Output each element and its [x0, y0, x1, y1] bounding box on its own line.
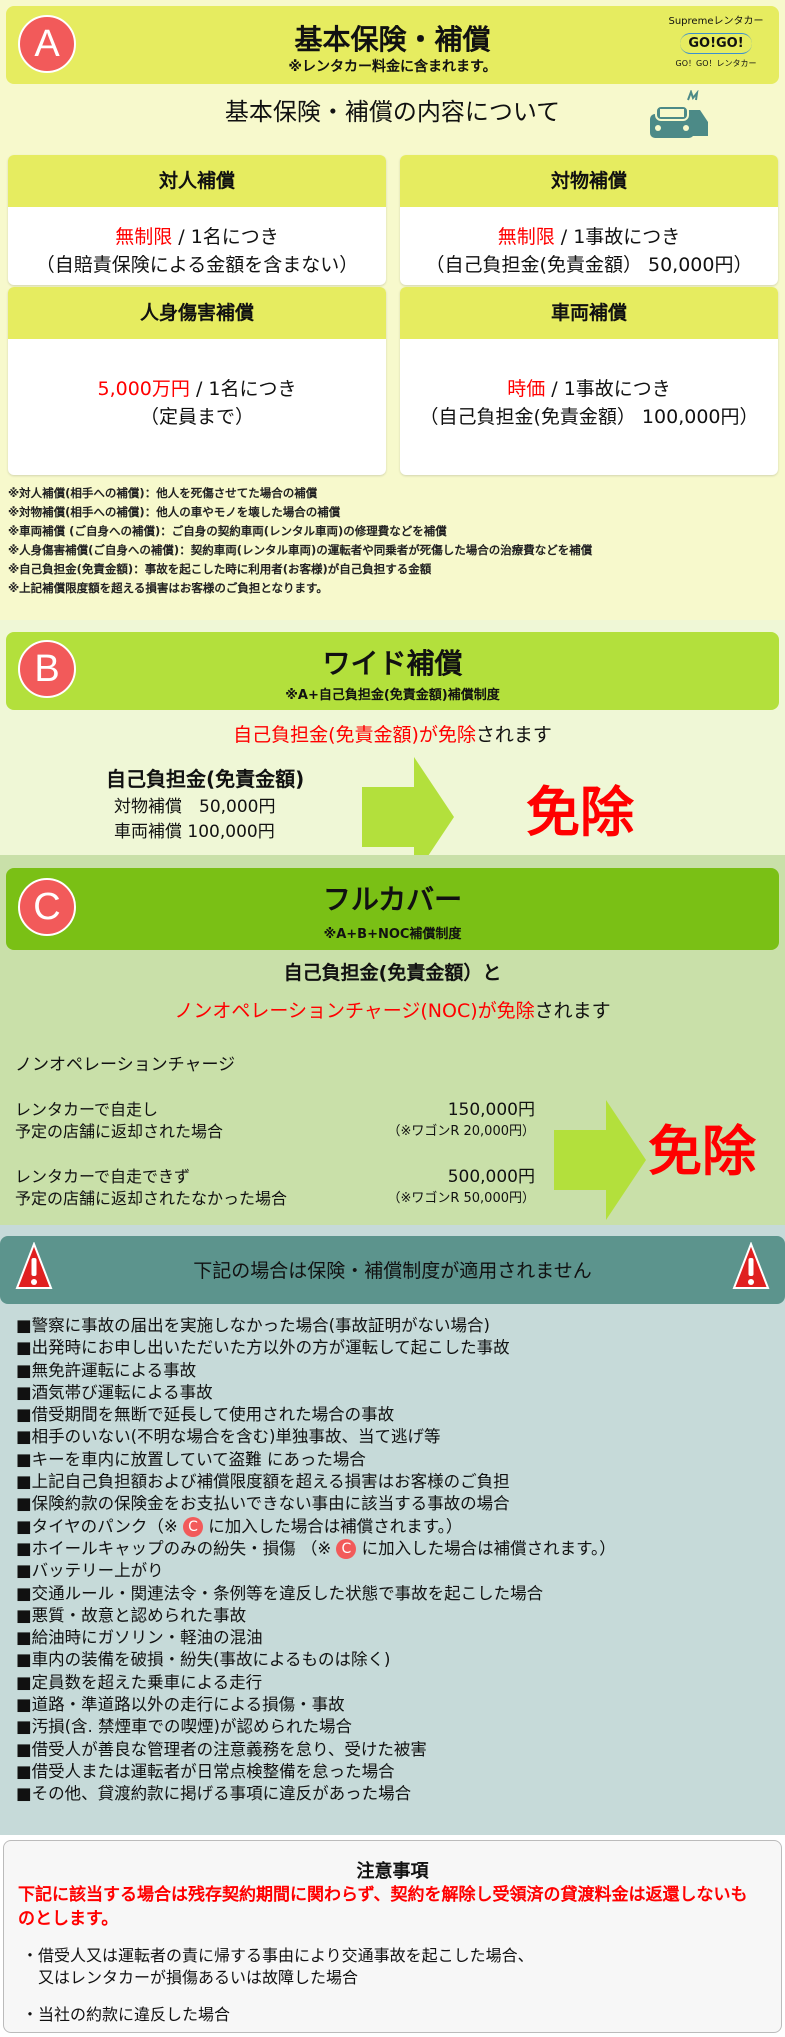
wide-deductible: 自己負担金(免責金額) 対物補償 50,000円 車両補償 100,000円 — [106, 767, 305, 842]
wide-header: B ワイド補償 ※A+自己負担金(免責金額)補償制度 — [6, 632, 779, 710]
list-item: ■タイヤのパンク（※ C に加入した場合は補償されます。） — [16, 1516, 463, 1538]
basic-title: 基本保険・補償 — [294, 23, 491, 56]
list-item: ■定員数を超えた乗車による走行 — [16, 1672, 263, 1692]
caution-item: ・借受人又は運転者の責に帰する事由により交通事故を起こした場合、 — [22, 1946, 534, 1965]
noc-case-2: レンタカーで自走できず 予定の店舗に返却されたなかった場合 500,000円 （… — [15, 1167, 535, 1208]
basic-notes: ※対人補償(相手への補償)：他人を死傷させてた場合の補償 ※対物補償(相手への補… — [8, 486, 593, 595]
list-item: ■その他、貸渡約款に掲げる事項に違反があった場合 — [16, 1784, 412, 1804]
caution-box: 注意事項 下記に該当する場合は残存契約期間に関わらず、契約を解除し受領済の貸渡料… — [3, 1840, 782, 2033]
badge-c-inline: C — [336, 1539, 357, 1560]
list-item: ■道路・準道路以外の走行による損傷・事故 — [16, 1695, 345, 1715]
card-bodily-injury: 対人補償 無制限 / 1名につき（自賠責保険による金額を含まない） — [8, 155, 386, 285]
card-vehicle: 車両補償 時価 / 1事故につき（自己負担金(免責金額） 100,000円） — [400, 287, 778, 475]
basic-heading: 基本保険・補償の内容について — [224, 98, 561, 126]
list-item: ■相手のいない(不明な場合を含む)単独事故、当て逃げ等 — [16, 1427, 441, 1447]
list-item: ■酒気帯び運転による事故 — [16, 1382, 213, 1402]
list-item: ■借受人が善良な管理者の注意義務を怠り、受けた被害 — [16, 1739, 427, 1759]
fullcover-lead-1: 自己負担金(免責金額）と — [283, 962, 502, 984]
caution-item: ・当社の約款に違反した場合 — [22, 2005, 231, 2024]
list-item: ■出発時にお申し出いただいた方以外の方が運転して起こした事故 — [16, 1338, 510, 1358]
car-crash-icon — [650, 90, 708, 138]
list-item: ■ホイールキャップのみの紛失・損傷 （※ C に加入した場合は補償されます。） — [16, 1538, 616, 1560]
list-item: ■汚損(含. 禁煙車での喫煙)が認められた場合 — [16, 1717, 352, 1737]
warning-icon — [15, 1242, 53, 1289]
noc-case-1: レンタカーで自走し 予定の店舗に返却された場合 150,000円 （※ワゴンR … — [15, 1100, 535, 1141]
basic-header: A 基本保険・補償 ※レンタカー料金に含まれます。 Supremeレンタカー G… — [6, 6, 779, 84]
list-item: ■借受期間を無断で延長して使用された場合の事故 — [16, 1405, 395, 1425]
list-item: ■無免許運転による事故 — [16, 1360, 197, 1380]
fullcover-exempt: 免除 — [648, 1120, 756, 1183]
card-property-damage: 対物補償 無制限 / 1事故につき（自己負担金(免責金額） 50,000円） — [400, 155, 778, 285]
exclusions-title: 下記の場合は保険・補償制度が適用されません — [193, 1260, 592, 1282]
brand-logo: Supremeレンタカー GO!GO! GO！GO！レンタカー — [668, 16, 764, 68]
wide-title: ワイド補償 — [322, 647, 463, 680]
exclusions-list: ■警察に事故の届出を実施しなかった場合(事故証明がない場合) ■出発時にお申し出… — [16, 1315, 616, 1806]
caution-title: 注意事項 — [356, 1861, 429, 1882]
caution-warning: 下記に該当する場合は残存契約期間に関わらず、契約を解除し受領済の貸渡料金は返還し… — [18, 1885, 748, 1929]
badge-c: C — [18, 878, 76, 936]
fullcover-header: C フルカバー ※A+B+NOC補償制度 — [6, 868, 779, 950]
fullcover-title: フルカバー — [322, 883, 463, 916]
badge-c-inline: C — [183, 1517, 203, 1538]
list-item: ■給油時にガソリン・軽油の混油 — [16, 1628, 263, 1648]
list-item: ■車内の装備を破損・紛失(事故によるものは除く) — [16, 1650, 391, 1670]
warning-icon — [732, 1242, 770, 1289]
list-item: ■保険約款の保険金をお支払いできない事由に該当する事故の場合 — [16, 1494, 510, 1514]
badge-a: A — [18, 15, 76, 73]
basic-subtitle: ※レンタカー料金に含まれます。 — [288, 59, 497, 75]
wide-subtitle: ※A+自己負担金(免責金額)補償制度 — [285, 688, 500, 703]
list-item: ■交通ルール・関連法令・条例等を違反した状態で事故を起こした場合 — [16, 1583, 544, 1603]
noc-title: ノンオペレーションチャージ — [15, 1055, 236, 1075]
badge-b: B — [18, 640, 76, 698]
fullcover-lead-2: ノンオペレーションチャージ(NOC)が免除されます — [174, 1000, 611, 1022]
arrow-right-icon — [554, 1100, 646, 1220]
fullcover-subtitle: ※A+B+NOC補償制度 — [323, 927, 462, 942]
arrow-right-icon — [362, 757, 454, 877]
wide-exempt: 免除 — [526, 781, 634, 844]
section-wide: B ワイド補償 ※A+自己負担金(免責金額)補償制度 自己負担金(免責金額)が免… — [0, 620, 785, 877]
caution-item: 又はレンタカーが損傷あるいは故障した場合 — [22, 1968, 359, 1987]
section-fullcover: C フルカバー ※A+B+NOC補償制度 自己負担金(免責金額）と ノンオペレー… — [0, 855, 785, 1225]
exclusions-header: 下記の場合は保険・補償制度が適用されません — [0, 1236, 785, 1304]
list-item: ■上記自己負担額および補償限度額を超える損害はお客様のご負担 — [16, 1472, 510, 1492]
card-personal-injury: 人身傷害補償 5,000万円 / 1名につき（定員まで） — [8, 287, 386, 475]
list-item: ■警察に事故の届出を実施しなかった場合(事故証明がない場合) — [16, 1316, 490, 1335]
list-item: ■バッテリー上がり — [16, 1561, 164, 1581]
list-item: ■キーを車内に放置していて盗難 にあった場合 — [16, 1449, 366, 1469]
wide-lead: 自己負担金(免責金額)が免除されます — [233, 724, 552, 746]
section-exclusions: 下記の場合は保険・補償制度が適用されません ■警察に事故の届出を実施しなかった場… — [0, 1225, 785, 1835]
list-item: ■悪質・故意と認められた事故 — [16, 1605, 247, 1625]
list-item: ■借受人または運転者が日常点検整備を怠った場合 — [16, 1761, 395, 1781]
section-basic: A 基本保険・補償 ※レンタカー料金に含まれます。 Supremeレンタカー G… — [0, 0, 785, 620]
